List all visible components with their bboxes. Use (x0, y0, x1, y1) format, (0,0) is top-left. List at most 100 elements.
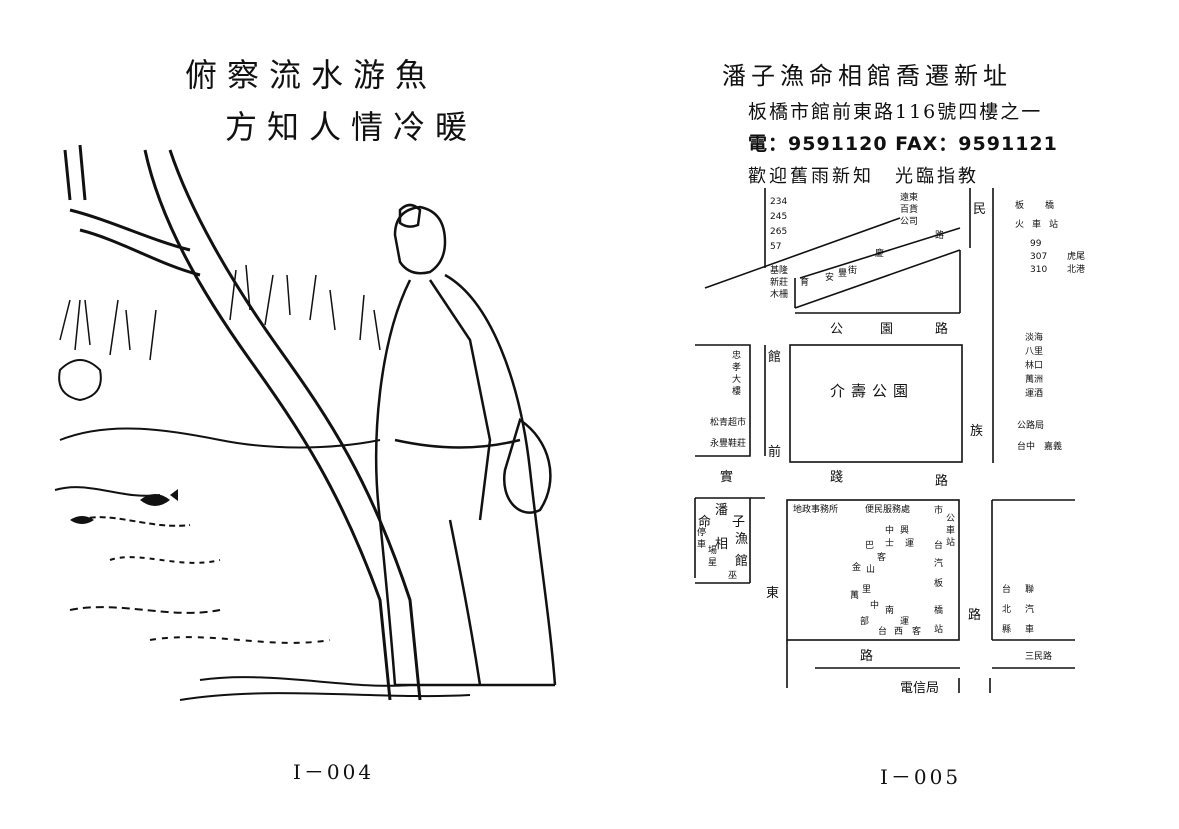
terminal-char: 板 (934, 577, 943, 589)
office-label: 便民服務處 (865, 503, 910, 515)
road-char: 館 (768, 350, 781, 365)
route-number: 99 (1030, 239, 1042, 249)
road-char: 族 (970, 423, 983, 439)
bus-number: 245 (770, 212, 787, 222)
bus-number: 234 (770, 197, 787, 207)
poem-line-1: 俯察流水游魚 (185, 56, 438, 94)
road-char: 路 (968, 607, 981, 623)
location-map: 234 245 265 57 遠東 百貨 公司 基隆 新莊 木柵 路 慶 育 安… (694, 188, 1085, 696)
office-label: 地政事務所 (793, 503, 838, 515)
terminal-char: 公 (946, 513, 955, 524)
terminal-char: 運 (905, 538, 914, 549)
shop-small-label: 停 (697, 526, 706, 538)
road-char: 東 (766, 585, 779, 601)
terminal-char: 橋 (934, 604, 943, 616)
route-dest: 虎尾 (1067, 250, 1085, 262)
welcome-line: 歡迎舊雨新知 光臨指教 (748, 166, 979, 187)
road-char: 園 (880, 322, 893, 337)
road-char: 公 (830, 322, 843, 337)
tamsui-label: 萬洲 (1025, 373, 1043, 385)
terminal-char: 站 (946, 536, 955, 548)
telecom-label: 電信局 (900, 681, 939, 696)
station-label: 橋 (1045, 199, 1054, 211)
right-small-label: 聯 (1025, 583, 1034, 595)
bus-number: 57 (770, 242, 781, 252)
bottom-right-road: 三民路 (1025, 650, 1052, 662)
tamsui-label: 八里 (1025, 346, 1043, 357)
road-char: 育 (800, 276, 809, 288)
terminal-char: 客 (877, 551, 886, 563)
shop-small-label: 車 (697, 538, 706, 550)
shop-small-label: 巫 (728, 570, 737, 581)
shop-name-char: 漁 (735, 532, 748, 547)
terminal-char: 運 (900, 616, 909, 627)
terminal-char: 台 (878, 625, 887, 637)
road-char: 路 (935, 473, 948, 489)
road-char: 安 (825, 271, 834, 283)
dept-store-label: 遠東 (900, 191, 918, 203)
bank-label: 基隆 (770, 264, 788, 276)
shop-name-char: 子 (732, 515, 745, 530)
shop-name-char: 潘 (715, 503, 728, 518)
right-small-label: 縣 (1002, 624, 1011, 635)
terminal-char: 市 (934, 504, 943, 516)
shop-name-char: 命 (698, 514, 711, 530)
taichung-label: 台中 嘉義 (1017, 440, 1062, 452)
terminal-char: 車 (946, 524, 955, 536)
terminal-char: 中 (885, 524, 894, 536)
bus-company-label: 公路局 (1017, 419, 1044, 431)
route-dest: 北港 (1067, 263, 1085, 275)
road-char: 路 (935, 321, 948, 337)
station-label: 車 (1032, 218, 1041, 230)
new-address: 板橋市館前東路116號四樓之一 (748, 101, 1043, 123)
terminal-char: 西 (894, 626, 903, 637)
park-name: 介壽公園 (830, 382, 914, 400)
terminal-char: 台 (934, 539, 943, 551)
left-page-number: I－004 (293, 760, 375, 784)
right-small-label: 台 (1002, 583, 1011, 595)
left-block-label: 孝 (732, 362, 741, 373)
terminal-char: 里 (862, 584, 871, 595)
terminal-char: 部 (860, 615, 869, 627)
road-char: 路 (935, 229, 944, 241)
shop-small-label: 場 (708, 544, 717, 556)
left-block-label: 樓 (732, 385, 741, 397)
scholar-by-river-illustration (54, 144, 557, 701)
left-shop-label: 永豐鞋莊 (710, 437, 746, 449)
route-number: 307 (1030, 252, 1047, 262)
poem-line-2: 方知人情冷暖 (225, 108, 478, 146)
tamsui-label: 運酒 (1025, 388, 1043, 399)
station-label: 板 (1015, 199, 1024, 211)
bank-label: 木柵 (770, 288, 788, 300)
terminal-char: 山 (866, 564, 875, 575)
terminal-char: 士 (885, 537, 894, 549)
bank-label: 新莊 (770, 276, 788, 288)
terminal-char: 南 (885, 604, 894, 616)
shop-name-char: 館 (735, 554, 748, 569)
relocation-header: 潘子漁命相館喬遷新址 (722, 62, 1012, 90)
road-char: 路 (860, 648, 873, 664)
left-block-label: 大 (732, 373, 741, 385)
phone-fax: 電：9591120 FAX：9591121 (748, 133, 1058, 155)
right-small-label: 汽 (1025, 603, 1034, 615)
station-label: 火 (1015, 219, 1024, 230)
tamsui-label: 林口 (1025, 359, 1043, 371)
route-number: 310 (1030, 265, 1047, 275)
terminal-char: 客 (912, 625, 921, 637)
terminal-char: 站 (934, 623, 943, 635)
terminal-char: 金 (852, 561, 861, 573)
road-char: 豐 (838, 268, 847, 279)
left-shop-label: 松青超市 (710, 416, 746, 428)
right-small-label: 北 (1002, 604, 1011, 615)
tamsui-label: 淡海 (1025, 331, 1043, 343)
road-char: 街 (848, 264, 857, 276)
shop-name-char: 相 (715, 537, 728, 552)
terminal-char: 中 (870, 599, 879, 611)
terminal-char: 興 (900, 525, 909, 536)
terminal-char: 汽 (934, 557, 943, 569)
road-char: 前 (768, 444, 781, 460)
left-block-label: 忠 (732, 350, 741, 361)
bus-number: 265 (770, 227, 787, 237)
dept-store-label: 百貨 (900, 203, 918, 215)
terminal-char: 萬 (850, 589, 859, 601)
